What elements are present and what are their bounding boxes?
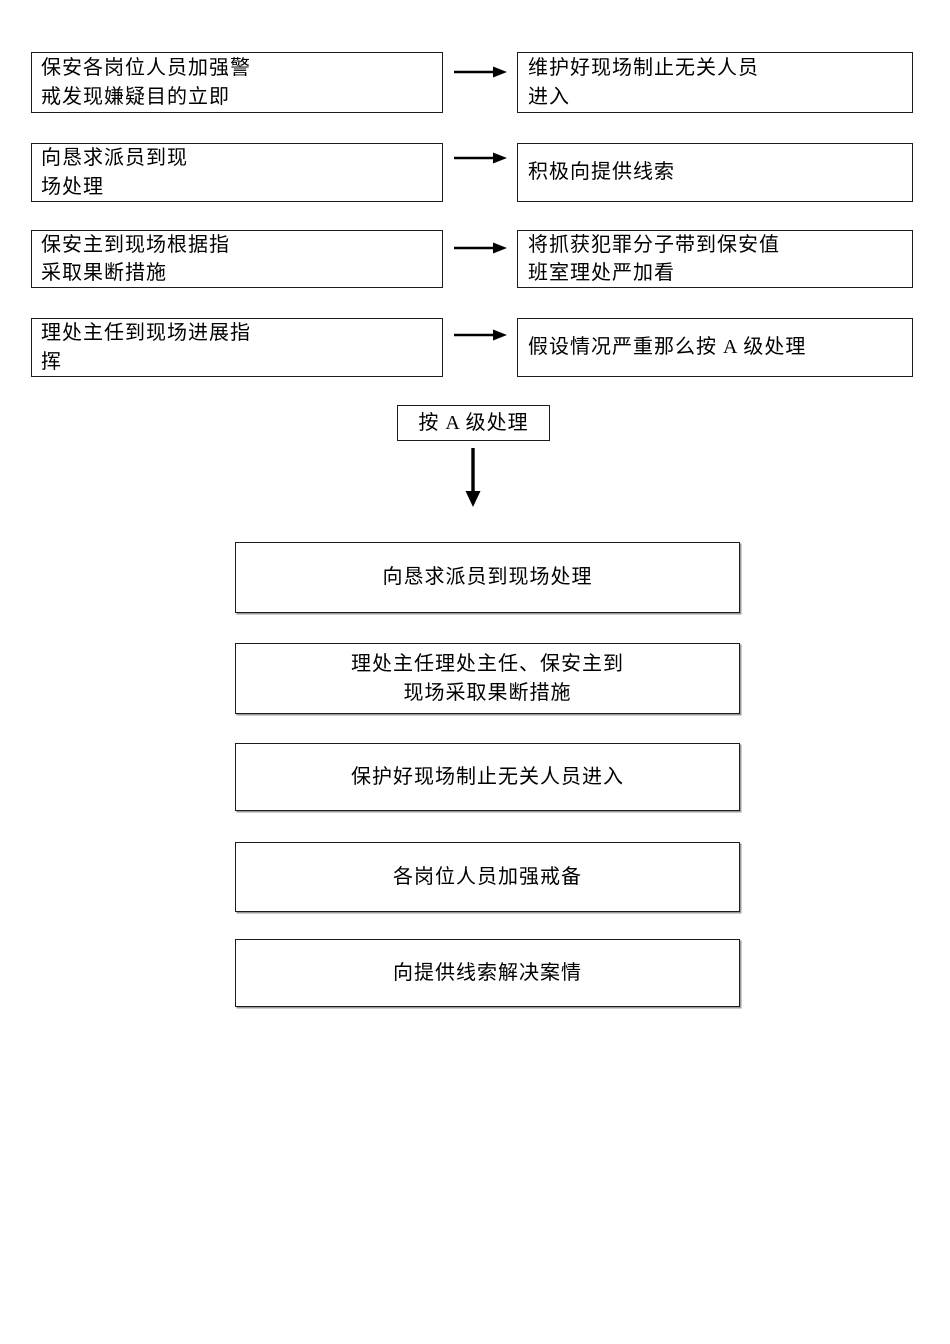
flow-box-row2-left-text: 向恳求派员到现 场处理	[41, 147, 188, 198]
step-box-5: 向提供线索解决案情	[235, 939, 740, 1007]
flow-box-row4-right: 假设情况严重那么按 A 级处理	[517, 318, 913, 377]
flow-box-row3-left-text: 保安主到现场根据指 采取果断措施	[41, 233, 230, 285]
flow-box-row3-right-text: 将抓获犯罪分子带到保安值 班室理处严加看	[528, 233, 780, 285]
step-box-3-text: 保护好现场制止无关人员进入	[351, 765, 624, 788]
flow-box-row2-left: 向恳求派员到现 场处理	[31, 143, 443, 202]
step-box-4-text: 各岗位人员加强戒备	[393, 865, 582, 888]
flow-box-row4-left: 理处主任到现场进展指 挥	[31, 318, 443, 377]
level-a-box-text: 按 A 级处理	[418, 411, 529, 434]
flow-box-row4-left-text: 理处主任到现场进展指 挥	[41, 322, 251, 373]
flow-box-row1-right-text: 维护好现场制止无关人员 进入	[528, 57, 759, 108]
flow-box-row3-left: 保安主到现场根据指 采取果断措施	[31, 230, 443, 288]
arrow-down-icon	[465, 448, 481, 507]
level-a-box: 按 A 级处理	[397, 405, 550, 441]
arrow-right-icon	[454, 329, 507, 341]
step-box-1: 向恳求派员到现场处理	[235, 542, 740, 613]
flow-box-row2-right-text: 积极向提供线索	[528, 161, 675, 184]
flow-box-row1-left: 保安各岗位人员加强警 戒发现嫌疑目的立即	[31, 52, 443, 113]
flow-box-row4-right-text: 假设情况严重那么按 A 级处理	[528, 336, 807, 359]
arrow-right-icon	[454, 242, 507, 254]
step-box-4: 各岗位人员加强戒备	[235, 842, 740, 912]
arrow-right-icon	[454, 66, 507, 78]
step-box-2-text: 理处主任理处主任、保安主到 现场采取果断措施	[351, 653, 624, 704]
step-box-3: 保护好现场制止无关人员进入	[235, 743, 740, 811]
step-box-2: 理处主任理处主任、保安主到 现场采取果断措施	[235, 643, 740, 714]
flow-box-row3-right: 将抓获犯罪分子带到保安值 班室理处严加看	[517, 230, 913, 288]
flow-box-row1-right: 维护好现场制止无关人员 进入	[517, 52, 913, 113]
step-box-5-text: 向提供线索解决案情	[393, 961, 582, 984]
flow-box-row2-right: 积极向提供线索	[517, 143, 913, 202]
flow-box-row1-left-text: 保安各岗位人员加强警 戒发现嫌疑目的立即	[41, 57, 251, 108]
arrow-right-icon	[454, 152, 507, 164]
step-box-1-text: 向恳求派员到现场处理	[382, 566, 593, 589]
